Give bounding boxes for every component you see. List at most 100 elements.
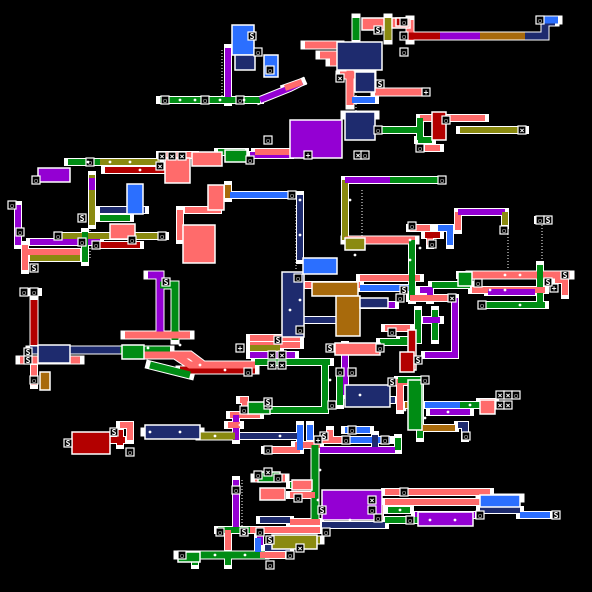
cross-marker-icon[interactable]: × (447, 293, 457, 303)
square-marker-icon[interactable]: ▫ (91, 240, 101, 250)
cross-marker-icon[interactable]: × (155, 161, 165, 171)
cross-marker-icon[interactable]: × (267, 360, 277, 370)
square-marker-icon[interactable]: ▫ (293, 493, 303, 503)
square-marker-icon[interactable]: ▫ (263, 445, 273, 455)
save-point-icon[interactable]: S (325, 343, 335, 353)
plus-marker-icon[interactable]: + (235, 343, 245, 353)
square-marker-icon[interactable]: ▫ (360, 150, 370, 160)
square-marker-icon[interactable]: ▫ (477, 300, 487, 310)
save-point-icon[interactable]: S (387, 377, 397, 387)
square-marker-icon[interactable]: ▫ (31, 175, 41, 185)
square-marker-icon[interactable]: ▫ (177, 550, 187, 560)
square-marker-icon[interactable]: ▫ (287, 190, 297, 200)
square-marker-icon[interactable]: ▫ (399, 47, 409, 57)
save-point-icon[interactable]: S (161, 277, 171, 287)
save-point-icon[interactable]: S (263, 397, 273, 407)
cross-marker-icon[interactable]: × (503, 390, 513, 400)
cross-marker-icon[interactable]: × (295, 543, 305, 553)
square-marker-icon[interactable]: ▫ (321, 527, 331, 537)
square-marker-icon[interactable]: ▫ (125, 447, 135, 457)
square-marker-icon[interactable]: ▫ (239, 405, 249, 415)
square-marker-icon[interactable]: ▫ (29, 375, 39, 385)
save-point-icon[interactable]: S (399, 285, 409, 295)
plus-marker-icon[interactable]: + (421, 87, 431, 97)
square-marker-icon[interactable]: ▫ (415, 143, 425, 153)
square-marker-icon[interactable]: ▫ (405, 515, 415, 525)
square-marker-icon[interactable]: ▫ (380, 435, 390, 445)
square-marker-icon[interactable]: ▫ (427, 239, 437, 249)
square-marker-icon[interactable]: ▫ (475, 510, 485, 520)
square-marker-icon[interactable]: ▫ (215, 527, 225, 537)
square-marker-icon[interactable]: ▫ (200, 95, 210, 105)
square-marker-icon[interactable]: ▫ (367, 505, 377, 515)
square-marker-icon[interactable]: ▫ (77, 237, 87, 247)
save-point-icon[interactable]: S (239, 527, 249, 537)
cross-marker-icon[interactable]: × (263, 467, 273, 477)
square-marker-icon[interactable]: ▫ (19, 287, 29, 297)
square-marker-icon[interactable]: ▫ (160, 95, 170, 105)
save-point-icon[interactable]: S (375, 79, 385, 89)
square-marker-icon[interactable]: ▫ (407, 221, 417, 231)
square-marker-icon[interactable]: ▫ (29, 287, 39, 297)
cross-marker-icon[interactable]: × (277, 360, 287, 370)
square-marker-icon[interactable]: ▫ (253, 47, 263, 57)
square-marker-icon[interactable]: ▫ (347, 425, 357, 435)
square-marker-icon[interactable]: ▫ (499, 225, 509, 235)
square-marker-icon[interactable]: ▫ (347, 367, 357, 377)
square-marker-icon[interactable]: ▫ (255, 527, 265, 537)
save-point-icon[interactable]: S (77, 213, 87, 223)
save-point-icon[interactable]: S (543, 215, 553, 225)
save-point-icon[interactable]: S (551, 510, 561, 520)
square-marker-icon[interactable]: ▫ (273, 473, 283, 483)
square-marker-icon[interactable]: ▫ (399, 487, 409, 497)
plus-marker-icon[interactable]: + (313, 435, 323, 445)
square-marker-icon[interactable]: ▫ (511, 390, 521, 400)
plus-marker-icon[interactable]: + (303, 150, 313, 160)
square-marker-icon[interactable]: ▫ (295, 325, 305, 335)
cross-marker-icon[interactable]: × (267, 350, 277, 360)
cross-marker-icon[interactable]: × (367, 495, 377, 505)
square-marker-icon[interactable]: ▫ (265, 65, 275, 75)
square-marker-icon[interactable]: ▫ (375, 343, 385, 353)
cross-marker-icon[interactable]: × (495, 400, 505, 410)
cross-marker-icon[interactable]: × (517, 125, 527, 135)
save-point-icon[interactable]: S (247, 31, 257, 41)
square-marker-icon[interactable]: ▫ (473, 278, 483, 288)
square-marker-icon[interactable]: ▫ (399, 17, 409, 27)
square-marker-icon[interactable]: ▫ (373, 125, 383, 135)
square-marker-icon[interactable]: ▫ (441, 115, 451, 125)
square-marker-icon[interactable]: ▫ (395, 293, 405, 303)
square-marker-icon[interactable]: ▫ (253, 470, 263, 480)
save-point-icon[interactable]: S (317, 505, 327, 515)
plus-marker-icon[interactable]: + (549, 283, 559, 293)
cross-marker-icon[interactable]: × (167, 151, 177, 161)
cross-marker-icon[interactable]: × (157, 151, 167, 161)
cross-marker-icon[interactable]: × (277, 350, 287, 360)
cross-marker-icon[interactable]: × (495, 390, 505, 400)
square-marker-icon[interactable]: ▫ (243, 367, 253, 377)
cross-marker-icon[interactable]: × (335, 73, 345, 83)
square-marker-icon[interactable]: ▫ (53, 231, 63, 241)
square-marker-icon[interactable]: ▫ (285, 550, 295, 560)
square-marker-icon[interactable]: ▫ (535, 215, 545, 225)
square-marker-icon[interactable]: ▫ (15, 227, 25, 237)
square-marker-icon[interactable]: ▫ (373, 513, 383, 523)
square-marker-icon[interactable]: ▫ (335, 367, 345, 377)
save-point-icon[interactable]: S (23, 355, 33, 365)
square-marker-icon[interactable]: ▫ (231, 485, 241, 495)
square-marker-icon[interactable]: ▫ (263, 135, 273, 145)
save-point-icon[interactable]: S (63, 438, 73, 448)
square-marker-icon[interactable]: ▫ (399, 31, 409, 41)
save-point-icon[interactable]: S (373, 25, 383, 35)
save-point-icon[interactable]: S (109, 427, 119, 437)
square-marker-icon[interactable]: ▫ (127, 235, 137, 245)
square-marker-icon[interactable]: ▫ (387, 327, 397, 337)
square-marker-icon[interactable]: ▫ (245, 155, 255, 165)
square-marker-icon[interactable]: ▫ (535, 15, 545, 25)
save-point-icon[interactable]: S (265, 535, 275, 545)
save-point-icon[interactable]: S (29, 263, 39, 273)
save-point-icon[interactable]: S (413, 355, 423, 365)
square-marker-icon[interactable]: ▫ (327, 400, 337, 410)
square-marker-icon[interactable]: ▫ (420, 375, 430, 385)
